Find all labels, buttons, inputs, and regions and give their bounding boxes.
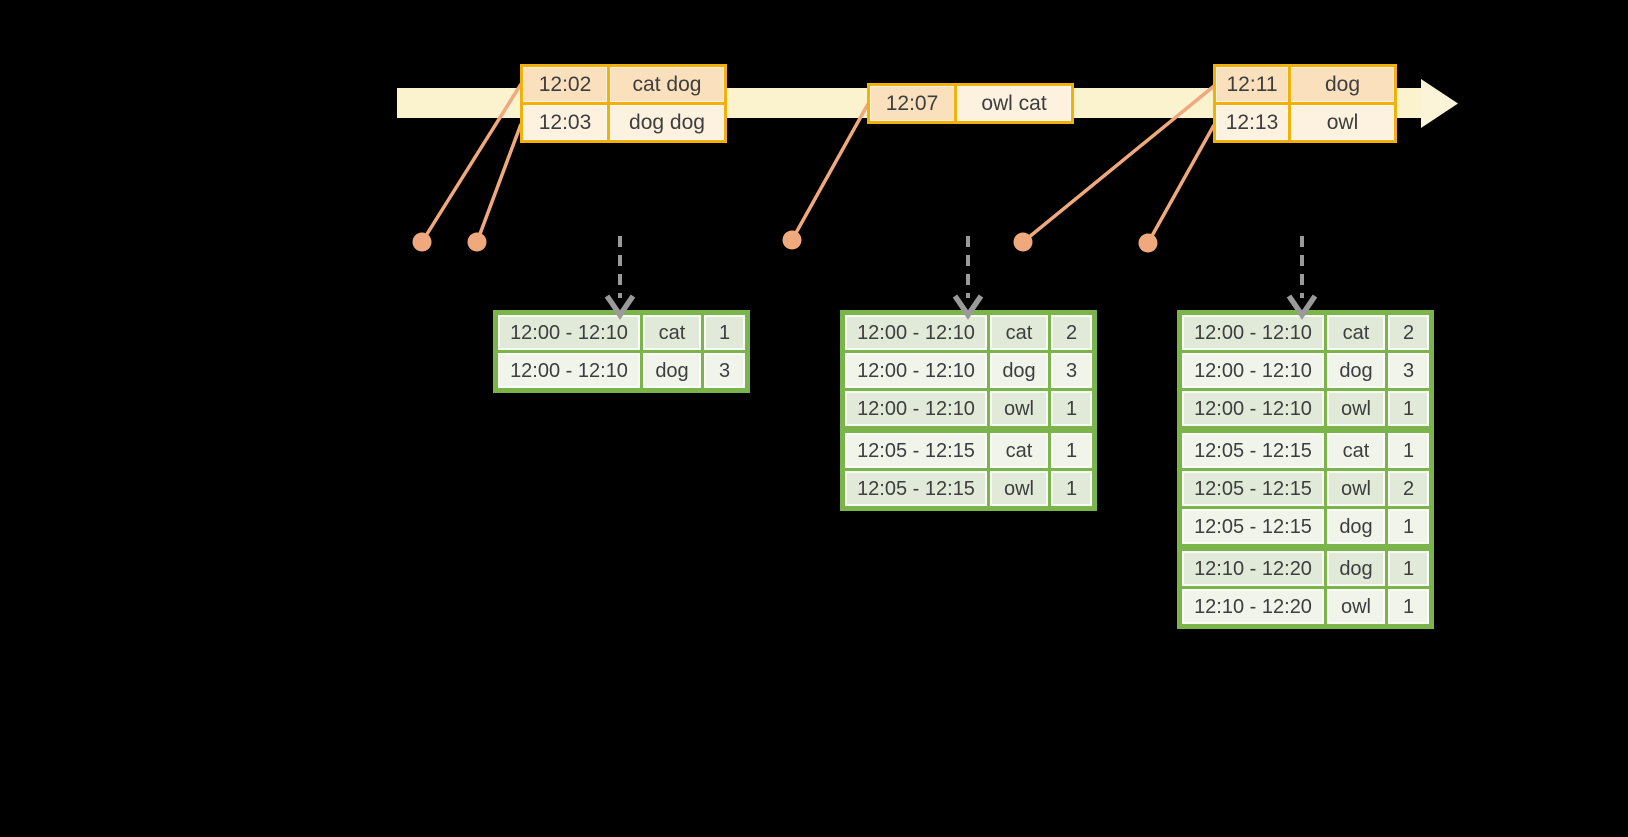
count-cell: 1 xyxy=(1388,433,1429,468)
connector-line xyxy=(1146,124,1216,244)
event-time-cell: 12:03 xyxy=(523,105,607,140)
result-row: 12:00 - 12:10 dog 3 xyxy=(498,353,745,388)
count-cell: 3 xyxy=(1388,353,1429,388)
event-row: 12:11 dog xyxy=(1216,67,1394,102)
result-table-2: 12:00 - 12:10 cat 2 12:00 - 12:10 dog 3 … xyxy=(840,310,1097,511)
event-time-cell: 12:11 xyxy=(1216,67,1288,102)
word-cell: owl xyxy=(1327,471,1385,506)
event-row: 12:02 cat dog xyxy=(523,67,724,102)
result-row: 12:00 - 12:10 cat 2 xyxy=(845,315,1092,350)
word-cell: cat xyxy=(990,315,1048,350)
window-cell: 12:00 - 12:10 xyxy=(498,315,640,350)
word-cell: owl xyxy=(990,471,1048,506)
result-row: 12:05 - 12:15 owl 1 xyxy=(845,471,1092,506)
count-cell: 3 xyxy=(704,353,745,388)
event-row: 12:13 owl xyxy=(1216,105,1394,140)
word-cell: cat xyxy=(1327,433,1385,468)
word-cell: dog xyxy=(1327,551,1385,586)
result-row: 12:05 - 12:15 owl 2 xyxy=(1182,471,1429,506)
event-dot-icon xyxy=(1138,233,1158,253)
word-cell: dog xyxy=(1327,353,1385,388)
count-cell: 1 xyxy=(1051,471,1092,506)
count-cell: 2 xyxy=(1388,315,1429,350)
event-time-cell: 12:07 xyxy=(870,86,954,121)
window-cell: 12:10 - 12:20 xyxy=(1182,551,1324,586)
word-cell: dog xyxy=(990,353,1048,388)
count-cell: 1 xyxy=(1388,391,1429,426)
event-dot-icon xyxy=(412,232,432,252)
connector-line xyxy=(420,83,523,243)
result-row: 12:00 - 12:10 dog 3 xyxy=(845,353,1092,388)
word-cell: owl xyxy=(1327,589,1385,624)
result-row: 12:00 - 12:10 owl 1 xyxy=(845,391,1092,426)
window-cell: 12:00 - 12:10 xyxy=(845,391,987,426)
event-words-cell: dog dog xyxy=(610,105,724,140)
count-cell: 2 xyxy=(1051,315,1092,350)
result-table-1: 12:00 - 12:10 cat 1 12:00 - 12:10 dog 3 xyxy=(493,310,750,393)
window-cell: 12:00 - 12:10 xyxy=(1182,391,1324,426)
count-cell: 1 xyxy=(1051,433,1092,468)
event-words-cell: dog xyxy=(1291,67,1394,102)
timeline-arrowhead-icon xyxy=(1421,79,1458,128)
window-cell: 12:00 - 12:10 xyxy=(498,353,640,388)
result-row: 12:00 - 12:10 cat 2 xyxy=(1182,315,1429,350)
event-time-cell: 12:02 xyxy=(523,67,607,102)
count-cell: 1 xyxy=(1388,551,1429,586)
window-cell: 12:00 - 12:10 xyxy=(845,353,987,388)
word-cell: cat xyxy=(1327,315,1385,350)
event-dot-icon xyxy=(1013,232,1033,252)
window-cell: 12:00 - 12:10 xyxy=(1182,353,1324,388)
event-table-3: 12:11 dog 12:13 owl xyxy=(1213,64,1397,143)
event-words-cell: owl cat xyxy=(957,86,1071,121)
event-row: 12:07 owl cat xyxy=(870,86,1071,121)
result-table-3: 12:00 - 12:10 cat 2 12:00 - 12:10 dog 3 … xyxy=(1177,310,1434,629)
result-row: 12:05 - 12:15 cat 1 xyxy=(1182,433,1429,468)
word-cell: owl xyxy=(1327,391,1385,426)
result-row: 12:05 - 12:15 dog 1 xyxy=(1182,509,1429,544)
event-time-cell: 12:13 xyxy=(1216,105,1288,140)
count-cell: 1 xyxy=(1388,589,1429,624)
count-cell: 3 xyxy=(1051,353,1092,388)
result-row: 12:10 - 12:20 dog 1 xyxy=(1182,551,1429,586)
word-cell: cat xyxy=(643,315,701,350)
result-row: 12:00 - 12:10 dog 3 xyxy=(1182,353,1429,388)
result-row: 12:10 - 12:20 owl 1 xyxy=(1182,589,1429,624)
window-cell: 12:05 - 12:15 xyxy=(845,433,987,468)
window-cell: 12:05 - 12:15 xyxy=(1182,433,1324,468)
word-cell: dog xyxy=(643,353,701,388)
event-row: 12:03 dog dog xyxy=(523,105,724,140)
count-cell: 2 xyxy=(1388,471,1429,506)
window-cell: 12:00 - 12:10 xyxy=(1182,315,1324,350)
event-table-1: 12:02 cat dog 12:03 dog dog xyxy=(520,64,727,143)
window-cell: 12:05 - 12:15 xyxy=(845,471,987,506)
connector-line xyxy=(1021,84,1216,244)
window-cell: 12:10 - 12:20 xyxy=(1182,589,1324,624)
result-row: 12:00 - 12:10 cat 1 xyxy=(498,315,745,350)
event-words-cell: owl xyxy=(1291,105,1394,140)
connector-line xyxy=(475,123,523,243)
event-dot-icon xyxy=(467,232,487,252)
event-words-cell: cat dog xyxy=(610,67,724,102)
word-cell: cat xyxy=(990,433,1048,468)
count-cell: 1 xyxy=(1051,391,1092,426)
event-dot-icon xyxy=(782,230,802,250)
word-cell: dog xyxy=(1327,509,1385,544)
count-cell: 1 xyxy=(1388,509,1429,544)
event-table-2: 12:07 owl cat xyxy=(867,83,1074,124)
count-cell: 1 xyxy=(704,315,745,350)
result-row: 12:05 - 12:15 cat 1 xyxy=(845,433,1092,468)
word-cell: owl xyxy=(990,391,1048,426)
result-row: 12:00 - 12:10 owl 1 xyxy=(1182,391,1429,426)
connector-line xyxy=(790,103,870,241)
window-cell: 12:05 - 12:15 xyxy=(1182,509,1324,544)
window-cell: 12:00 - 12:10 xyxy=(845,315,987,350)
window-cell: 12:05 - 12:15 xyxy=(1182,471,1324,506)
